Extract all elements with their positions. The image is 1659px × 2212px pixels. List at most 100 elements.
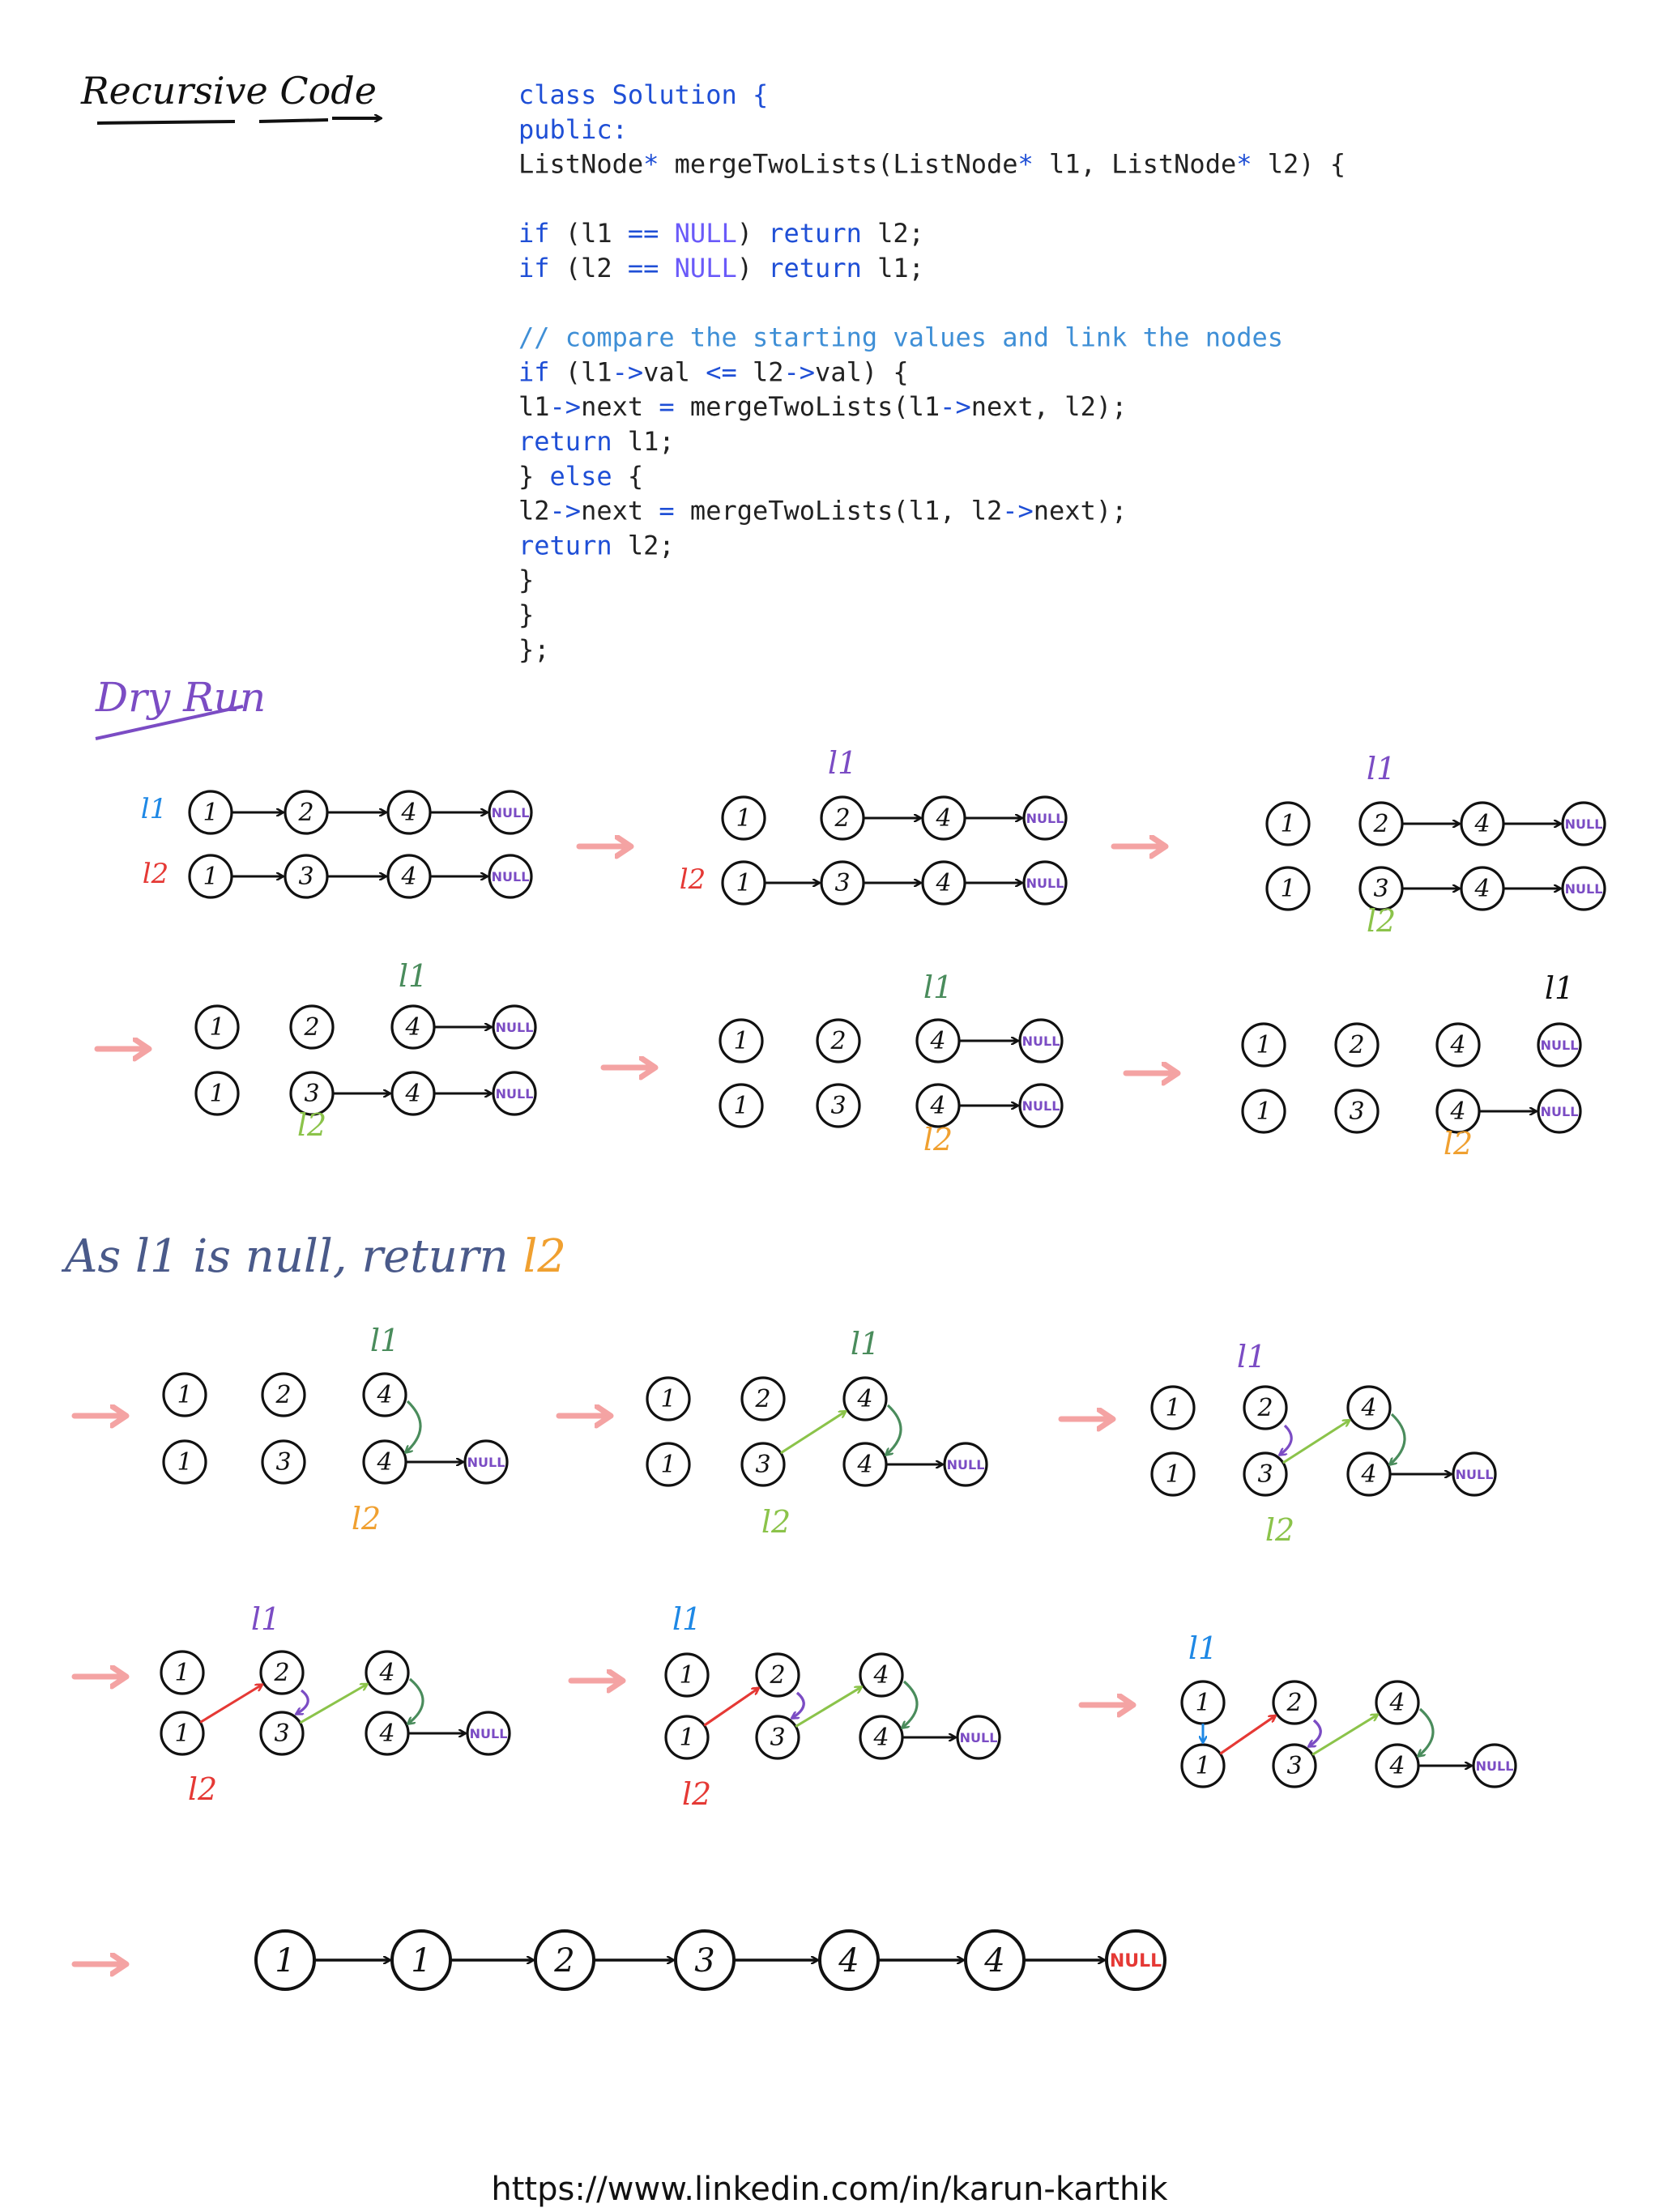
null-node-label: NULL [1541, 1104, 1579, 1119]
list-node-value: 1 [660, 1451, 676, 1479]
list-node-value: 1 [679, 1661, 694, 1690]
null-node-label: NULL [492, 869, 530, 884]
null-node [488, 854, 533, 899]
link-arrow [1219, 1715, 1275, 1755]
null-node [1018, 1018, 1064, 1063]
pointer-label-l2: l2 [680, 863, 706, 896]
list-node-value: 2 [297, 799, 313, 827]
link-arrow-curved [1280, 1424, 1293, 1455]
list-node [261, 1439, 306, 1485]
pointer-label-l2: l2 [1367, 903, 1396, 939]
null-node-label: NULL [470, 1726, 508, 1741]
list-node-value: 3 [770, 1724, 785, 1752]
null-node [943, 1442, 988, 1487]
pointer-label-l2: l2 [682, 1776, 711, 1812]
null-node [1022, 860, 1068, 906]
link-arrow-curved [902, 1680, 919, 1728]
code-token: { [612, 461, 644, 492]
list-node-value: 4 [856, 1385, 872, 1413]
link-arrow [1282, 1421, 1350, 1464]
list-node [816, 1018, 861, 1063]
code-token: return [518, 426, 612, 457]
code-line: public: [518, 114, 628, 145]
list-node-value: 2 [834, 804, 850, 833]
null-node [1561, 866, 1606, 911]
code-token: } [518, 565, 534, 595]
code-token: (l1 [550, 218, 628, 249]
pointer-label-l2: l2 [923, 1122, 953, 1157]
list-node [664, 1652, 710, 1698]
list-node-value: 4 [404, 1013, 420, 1042]
list-node [1265, 866, 1311, 911]
list-node-value: 1 [1195, 1689, 1210, 1717]
list-node [1272, 1743, 1317, 1788]
code-token: public: [518, 114, 628, 145]
code-token: }; [518, 634, 550, 665]
list-node-value: 4 [872, 1724, 889, 1752]
pointer-label-l1: l1 [251, 1601, 280, 1637]
list-node [1150, 1451, 1196, 1497]
list-node-value: 1 [203, 863, 218, 891]
null-node [492, 1004, 537, 1050]
list-node [259, 1650, 305, 1695]
pointer-label-l2: l2 [1265, 1512, 1294, 1548]
list-node-value: 1 [733, 1027, 748, 1055]
list-node-value: 4 [400, 863, 416, 891]
list-node-value: 4 [400, 799, 416, 827]
list-node [194, 1004, 240, 1050]
list-node-value: 4 [378, 1659, 394, 1687]
list-node [740, 1442, 786, 1487]
link-arrow-curved [1390, 1413, 1406, 1464]
pointer-label-l1: l1 [1237, 1339, 1266, 1375]
code-line: return l2; [518, 530, 675, 560]
null-node [466, 1711, 511, 1756]
list-node-value: 4 [983, 1942, 1004, 1980]
code-token: * [1236, 149, 1252, 180]
dry-run-diagrams: 112344NULLNULLl1l2112344NULLNULLl1l21123… [71, 745, 1606, 1991]
link-arrow-curved [406, 1400, 422, 1452]
list-node-value: 4 [378, 1720, 394, 1748]
code-line: return l1; [518, 426, 675, 457]
code-token [659, 218, 674, 249]
link-arrow [199, 1685, 262, 1724]
list-node-value: 4 [376, 1381, 392, 1409]
code-line: } [518, 565, 534, 595]
list-node-value: 2 [830, 1027, 846, 1055]
list-node-value: 4 [1473, 875, 1490, 903]
list-node-value: 2 [769, 1661, 785, 1690]
pointer-label-l1: l1 [828, 745, 857, 781]
list-node-value: 3 [1349, 1097, 1364, 1126]
code-token: next, l2); [971, 391, 1128, 422]
code-token: } [518, 599, 534, 630]
code-token: == [628, 253, 659, 283]
list-node-value: 1 [174, 1659, 190, 1687]
code-line: } else { [518, 461, 643, 492]
pointer-label-l1: l1 [1367, 751, 1396, 786]
link-arrow [795, 1687, 861, 1728]
code-token: * [643, 149, 659, 180]
null-node-label: NULL [496, 1086, 534, 1102]
code-line: l1->next = mergeTwoLists(l1->next, l2); [518, 391, 1127, 422]
null-note: As l1 is null, return l2 [61, 1230, 566, 1283]
code-token: = [659, 496, 674, 526]
pointer-label-l1: l1 [672, 1601, 702, 1637]
list-node-value: 4 [935, 804, 951, 833]
list-node [1180, 1743, 1226, 1788]
list-node [740, 1376, 786, 1421]
list-node [664, 1715, 710, 1760]
code-token: return [768, 253, 862, 283]
link-arrow-curved [792, 1691, 805, 1718]
null-node [1018, 1083, 1064, 1128]
code-token: ) [737, 253, 769, 283]
null-node-label: NULL [1476, 1758, 1514, 1774]
code-token: NULL [675, 253, 737, 283]
null-node-label: NULL [1456, 1467, 1494, 1482]
list-node-value: 1 [1280, 875, 1295, 903]
list-node-value: 1 [411, 1942, 431, 1980]
null-node [1452, 1451, 1497, 1497]
list-node-value: 1 [1256, 1097, 1271, 1126]
link-arrow-curved [1418, 1707, 1435, 1756]
null-node-label: NULL [1541, 1038, 1579, 1053]
list-node [1243, 1451, 1288, 1497]
